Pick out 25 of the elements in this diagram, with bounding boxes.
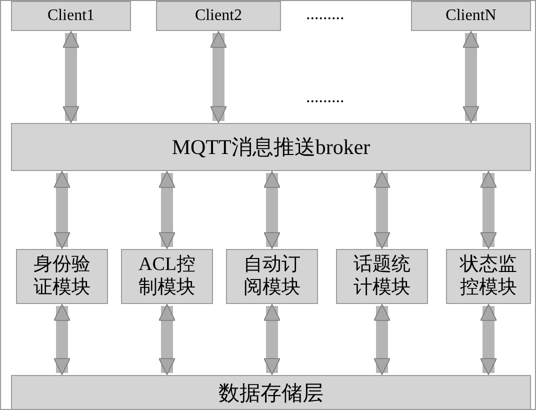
module-box: 状态监控模块 bbox=[446, 249, 531, 304]
module-box: 自动订阅模块 bbox=[226, 249, 318, 304]
double-arrow bbox=[462, 31, 480, 123]
client-box: ClientN bbox=[411, 1, 531, 31]
broker-band: MQTT消息推送broker bbox=[11, 123, 531, 171]
storage-band: 数据存储层 bbox=[11, 375, 531, 409]
client-box: Client2 bbox=[156, 1, 281, 31]
double-arrow bbox=[54, 304, 70, 375]
ellipsis-text: ......... bbox=[306, 4, 344, 24]
module-box: ACL控制模块 bbox=[121, 249, 213, 304]
double-arrow bbox=[374, 171, 390, 249]
double-arrow bbox=[62, 31, 80, 123]
module-box: 身份验证模块 bbox=[16, 249, 108, 304]
double-arrow bbox=[158, 171, 176, 249]
double-arrow bbox=[264, 171, 280, 249]
double-arrow bbox=[158, 304, 176, 375]
double-arrow bbox=[264, 304, 280, 375]
double-arrow bbox=[374, 304, 390, 375]
client-box: Client1 bbox=[11, 1, 131, 31]
double-arrow bbox=[210, 31, 227, 123]
double-arrow bbox=[54, 171, 70, 249]
module-box: 话题统计模块 bbox=[336, 249, 428, 304]
double-arrow bbox=[480, 304, 497, 375]
double-arrow bbox=[480, 171, 497, 249]
ellipsis-text: ......... bbox=[306, 87, 344, 107]
